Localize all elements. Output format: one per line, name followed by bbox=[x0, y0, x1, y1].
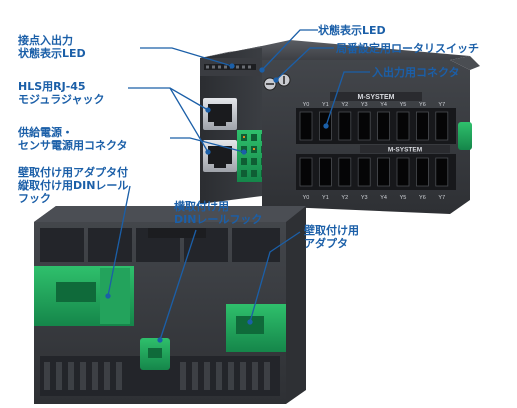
label-contact-io-led: 接点入出力 状態表示LED bbox=[18, 34, 86, 60]
label-line: 壁取付け用 bbox=[304, 224, 359, 237]
channel-label: Y2 bbox=[341, 102, 348, 108]
leader-horizontal-hook bbox=[159, 229, 197, 341]
label-hls-rj45: HLS用RJ-45 モジュラジャック bbox=[18, 80, 104, 106]
leader-lines bbox=[105, 29, 370, 343]
connector-pin bbox=[396, 157, 410, 187]
connector-pin bbox=[415, 111, 429, 141]
label-horizontal-din-hook: 横取付け用 DINレールフック bbox=[174, 200, 262, 226]
connector-pin bbox=[318, 157, 332, 187]
brand-plate-middle: M-SYSTEM bbox=[360, 145, 450, 154]
channel-label: Y0 bbox=[303, 102, 310, 108]
channel-label: Y4 bbox=[380, 195, 387, 201]
channel-label: Y5 bbox=[400, 102, 407, 108]
label-line: 入出力用コネクタ bbox=[372, 66, 460, 79]
label-wall-adapter-din-hook: 壁取付け用アダプタ付 縦取付け用DINレール フック bbox=[18, 166, 128, 205]
io-connector-pins bbox=[299, 111, 449, 187]
label-line: 供給電源・ bbox=[18, 126, 73, 139]
connector-pin bbox=[357, 157, 371, 187]
connector-pin bbox=[357, 111, 371, 141]
channel-labels-top: Y0 Y1 Y2 Y3 Y4 Y5 Y6 Y7 bbox=[303, 102, 446, 108]
label-line: 状態表示LED bbox=[318, 24, 386, 37]
channel-label: Y2 bbox=[341, 195, 348, 201]
label-line: フック bbox=[18, 192, 51, 205]
label-line: HLS用RJ-45 bbox=[18, 80, 86, 93]
svg-text:M-SYSTEM: M-SYSTEM bbox=[388, 147, 422, 154]
channel-label: Y6 bbox=[419, 195, 426, 201]
channel-label: Y5 bbox=[400, 195, 407, 201]
label-line: 壁取付け用アダプタ付 bbox=[18, 166, 128, 179]
side-din-hook bbox=[458, 122, 472, 150]
label-status-led: 状態表示LED bbox=[318, 24, 386, 37]
leader-rotary bbox=[275, 47, 334, 81]
leader-rj45-upper bbox=[128, 87, 209, 111]
channel-label: Y3 bbox=[361, 102, 368, 108]
label-line: 横取付け用 bbox=[174, 200, 229, 213]
connector-pin bbox=[338, 157, 352, 187]
channel-label: Y7 bbox=[438, 102, 445, 108]
label-line: モジュラジャック bbox=[18, 93, 105, 106]
connector-pin bbox=[377, 111, 391, 141]
wall-adapter-din-hook bbox=[34, 266, 134, 326]
label-line: 局番設定用ロータリスイッチ bbox=[336, 42, 479, 55]
channel-label: Y4 bbox=[380, 102, 387, 108]
leader-status-led bbox=[261, 29, 318, 71]
label-line: 状態表示LED bbox=[18, 47, 86, 60]
label-line: センサ電源用コネクタ bbox=[18, 139, 128, 152]
leader-io-connector bbox=[325, 71, 370, 127]
connector-pin bbox=[377, 157, 391, 187]
rj45-jack-lower bbox=[203, 140, 237, 172]
brand-plate-top: M-SYSTEM bbox=[330, 92, 422, 101]
channel-labels-bottom: Y0 Y1 Y2 Y3 Y4 Y5 Y6 Y7 bbox=[303, 195, 446, 201]
leader-power bbox=[170, 137, 245, 153]
channel-label: Y0 bbox=[303, 195, 310, 201]
lower-device-view bbox=[34, 206, 306, 404]
connector-pin bbox=[299, 157, 313, 187]
label-line: 接点入出力 bbox=[18, 34, 73, 47]
label-rotary-switch: 局番設定用ロータリスイッチ bbox=[336, 42, 479, 55]
connector-pin bbox=[415, 157, 429, 187]
leader-contact-led bbox=[140, 47, 233, 67]
label-io-connector: 入出力用コネクタ bbox=[372, 66, 460, 79]
channel-label: Y1 bbox=[322, 195, 329, 201]
wall-adapter bbox=[226, 304, 286, 352]
channel-label: Y7 bbox=[438, 195, 445, 201]
connector-pin bbox=[299, 111, 313, 141]
leader-wall-adapter bbox=[249, 231, 301, 323]
label-wall-adapter: 壁取付け用 アダプタ bbox=[304, 224, 359, 250]
connector-pin bbox=[435, 157, 449, 187]
channel-label: Y3 bbox=[361, 195, 368, 201]
label-line: アダプタ bbox=[304, 237, 348, 250]
main-body-top bbox=[262, 40, 470, 60]
label-line: DINレールフック bbox=[174, 213, 263, 226]
horizontal-din-hook bbox=[140, 338, 170, 370]
label-power-connector: 供給電源・ センサ電源用コネクタ bbox=[18, 126, 128, 152]
label-line: 縦取付け用DINレール bbox=[18, 179, 129, 192]
svg-text:M-SYSTEM: M-SYSTEM bbox=[358, 94, 395, 101]
connector-pin bbox=[396, 111, 410, 141]
rj45-jack-upper bbox=[203, 98, 237, 130]
connector-pin bbox=[338, 111, 352, 141]
connector-pin bbox=[435, 111, 449, 141]
leader-wall-hook bbox=[107, 185, 131, 297]
channel-label: Y1 bbox=[322, 102, 329, 108]
channel-label: Y6 bbox=[419, 102, 426, 108]
